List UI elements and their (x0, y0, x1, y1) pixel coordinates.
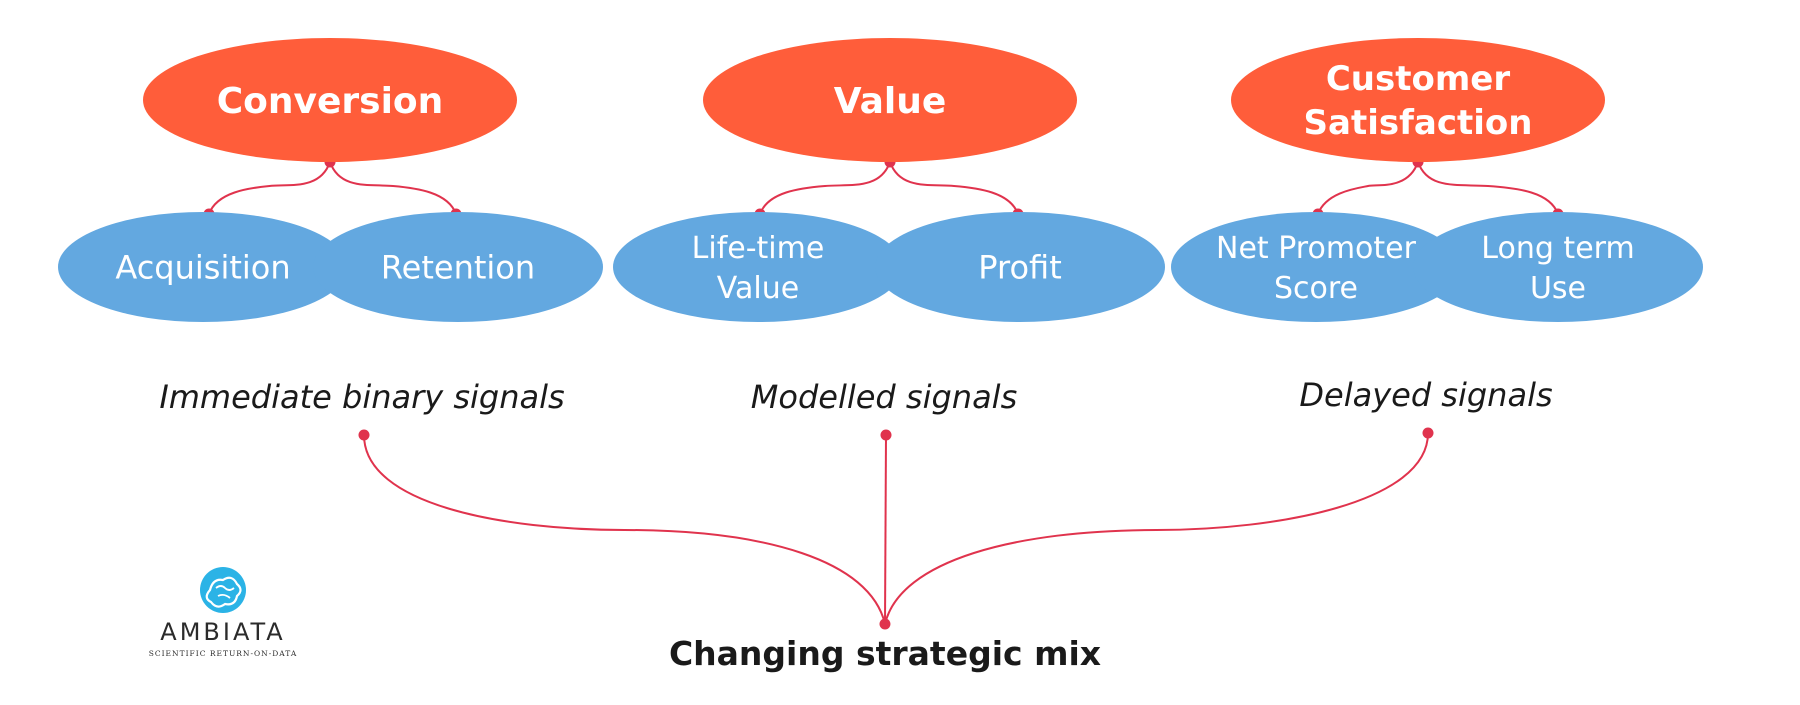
signals: Immediate binary signals Modelled signals… (159, 376, 1552, 416)
top-node-ellipse (703, 38, 1077, 162)
signal-connector-line (884, 434, 887, 625)
child-node-ellipse (875, 212, 1165, 322)
connector-line (329, 161, 457, 215)
logo-name: AMBIATA (160, 618, 285, 646)
child-node-ellipse (613, 212, 903, 322)
brain-icon (200, 567, 246, 613)
top-node-label: Value (834, 81, 947, 122)
top-node-label: Conversion (217, 81, 444, 122)
connector-line (208, 161, 331, 215)
logo-tagline: SCIENTIFIC RETURN-ON-DATA (149, 649, 298, 658)
top-node-ellipse (1231, 38, 1605, 162)
signal-label: Delayed signals (1299, 376, 1552, 414)
child-node-ellipse (58, 212, 348, 322)
top-node-ellipse (143, 38, 517, 162)
group-1: Acquisition Retention Conversion (58, 38, 603, 322)
signal-connector-line (884, 432, 1429, 625)
bottom-connector-dot (879, 618, 891, 630)
connector-dot (1422, 427, 1434, 439)
child-node-label: Acquisition (115, 249, 290, 287)
connector-line (1317, 161, 1419, 215)
child-node-ellipse (313, 212, 603, 322)
connector-dot (880, 429, 892, 441)
signal-label: Modelled signals (751, 378, 1017, 416)
signal-connector-line (363, 434, 886, 625)
child-node-ellipse (1171, 212, 1461, 322)
connector-line (889, 161, 1019, 215)
logo: AMBIATA SCIENTIFIC RETURN-ON-DATA (149, 567, 298, 658)
connector-line (759, 161, 891, 215)
connector-line (1417, 161, 1559, 215)
child-node-ellipse (1413, 212, 1703, 322)
bottom-node: Changing strategic mix (669, 634, 1101, 673)
child-node-label: Profit (978, 249, 1061, 287)
signal-label: Immediate binary signals (159, 378, 564, 416)
bottom-label: Changing strategic mix (669, 634, 1101, 673)
child-node-label: Retention (381, 249, 535, 287)
connector-dot (358, 429, 370, 441)
